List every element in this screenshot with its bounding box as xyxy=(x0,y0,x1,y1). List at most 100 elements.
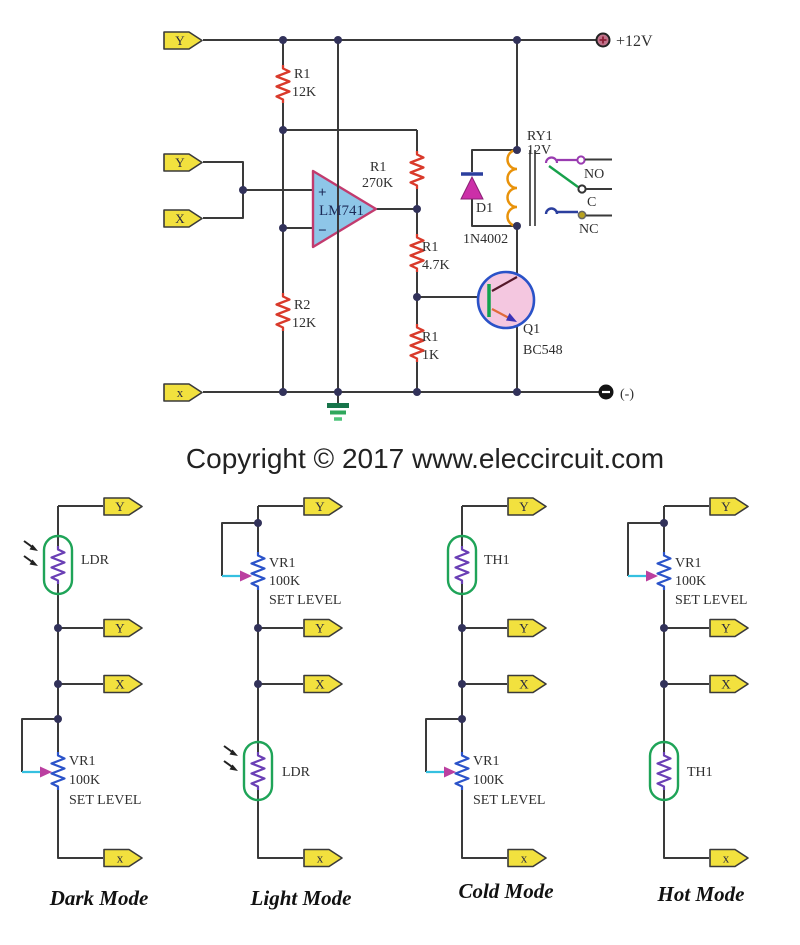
resistor-name: R1 xyxy=(422,330,438,345)
terminal-label: X xyxy=(175,211,185,226)
terminal-label: Y xyxy=(315,499,325,514)
terminal-flag: Y xyxy=(709,497,749,516)
terminal-flag: X xyxy=(103,674,143,694)
relay-core-icon xyxy=(529,150,536,226)
supply-positive-label: +12V xyxy=(616,33,653,50)
resistor-value: 270K xyxy=(362,176,393,191)
terminal-flag: x xyxy=(709,848,749,868)
terminal-label: x xyxy=(177,385,184,400)
contact-c-label: C xyxy=(587,195,596,210)
vr-name: VR1 xyxy=(675,556,701,571)
terminal-label: X xyxy=(115,677,125,692)
resistor-value: 12K xyxy=(292,85,316,100)
terminal-flag: x xyxy=(303,848,343,868)
thermistor-th1-icon xyxy=(446,534,478,596)
resistor-r1-270k: R1 270K xyxy=(362,149,425,191)
terminal-label: Y xyxy=(519,621,529,636)
transistor-name: Q1 xyxy=(523,322,540,337)
ground-icon xyxy=(327,392,349,421)
terminal-flag-y-mid: Y xyxy=(163,153,203,172)
terminal-label: Y xyxy=(175,155,185,170)
terminal-flag: Y xyxy=(507,618,547,638)
terminal-flag: Y xyxy=(103,497,143,516)
vr-note: SET LEVEL xyxy=(473,793,545,808)
opamp-plus-input: + xyxy=(318,185,327,201)
vr-value: 100K xyxy=(269,574,300,589)
opamp-label: LM741 xyxy=(319,203,364,219)
terminal-label: X xyxy=(519,677,529,692)
terminal-label: Y xyxy=(315,621,325,636)
mode-cold-schematic: TH1 VR1 100K SET LEVEL Y Y X x Cold Mode xyxy=(425,497,554,903)
mode-title: Light Mode xyxy=(250,886,352,910)
vr-value: 100K xyxy=(675,574,706,589)
diode-d1-icon: D1 1N4002 xyxy=(460,172,508,247)
terminal-flag: x xyxy=(507,848,547,868)
relay-armature-icon xyxy=(548,165,579,188)
diode-value: 1N4002 xyxy=(463,232,508,247)
resistor-name: R1 xyxy=(370,160,386,175)
terminal-label: x xyxy=(117,851,124,866)
relay-coil-icon xyxy=(506,148,518,228)
resistor-name: R2 xyxy=(294,298,310,313)
mode-title: Cold Mode xyxy=(458,879,553,903)
relay-nc-wire xyxy=(544,207,578,215)
resistor-value: 1K xyxy=(422,348,439,363)
resistor-r1-4.7k: R1 4.7K xyxy=(409,232,450,274)
terminal-flag: X xyxy=(709,674,749,694)
terminal-flag: Y xyxy=(303,618,343,638)
vr-note: SET LEVEL xyxy=(69,793,141,808)
main-circuit-schematic: R1 12K R2 12K R1 270K R1 4.7K R1 1K + xyxy=(163,31,653,421)
vr-note: SET LEVEL xyxy=(675,593,747,608)
relay-nc-contact-icon xyxy=(577,210,587,220)
terminal-flag: X xyxy=(507,674,547,694)
relay-ry1: RY1 12V NO C NC xyxy=(506,129,612,237)
mode-title: Hot Mode xyxy=(657,882,745,906)
resistor-r2-12k: R2 12K xyxy=(275,291,316,333)
vr1-potentiometer-icon xyxy=(222,550,266,592)
transistor-value: BC548 xyxy=(523,343,563,358)
ldr-icon xyxy=(23,534,74,596)
terminal-label: x xyxy=(317,851,324,866)
vr-name: VR1 xyxy=(473,754,499,769)
resistor-name: R1 xyxy=(294,67,310,82)
vr1-potentiometer-icon xyxy=(628,550,672,592)
contact-no-label: NO xyxy=(584,167,604,182)
terminal-flag: Y xyxy=(709,618,749,638)
terminal-flag-x-mid: X xyxy=(163,209,203,228)
supply-positive-icon: +12V xyxy=(595,32,653,50)
terminal-label: x xyxy=(521,851,528,866)
terminal-label: Y xyxy=(721,621,731,636)
vr-name: VR1 xyxy=(269,556,295,571)
terminal-label: Y xyxy=(721,499,731,514)
relay-no-wire xyxy=(544,156,577,164)
vr1-potentiometer-icon xyxy=(22,750,66,792)
terminal-flag: x xyxy=(103,848,143,868)
terminal-label: Y xyxy=(115,621,125,636)
resistor-value: 4.7K xyxy=(422,258,450,273)
relay-no-contact-icon xyxy=(576,155,586,165)
terminal-flag: Y xyxy=(103,618,143,638)
mode-hot-schematic: VR1 100K SET LEVEL TH1 Y Y X x Hot Mode xyxy=(627,497,749,906)
terminal-flag: Y xyxy=(507,497,547,516)
wires xyxy=(203,39,599,393)
vr-value: 100K xyxy=(69,773,100,788)
diode-name: D1 xyxy=(476,201,493,216)
contact-nc-label: NC xyxy=(579,222,598,237)
relay-value: 12V xyxy=(527,143,551,158)
mode-dark-schematic: LDR VR1 100K SET LEVEL Y Y X x Dark Mode xyxy=(21,497,149,910)
sensor-label: TH1 xyxy=(687,765,713,780)
resistor-value: 12K xyxy=(292,316,316,331)
terminal-flag: X xyxy=(303,674,343,694)
resistor-r1-1k: R1 1K xyxy=(409,322,439,364)
terminal-flag-x-bottom: x xyxy=(163,383,203,402)
relay-c-contact-icon xyxy=(577,184,587,194)
mode-title: Dark Mode xyxy=(49,886,149,910)
supply-negative-icon: (-) xyxy=(598,384,634,402)
vr-note: SET LEVEL xyxy=(269,593,341,608)
junction-dots xyxy=(239,36,521,396)
vr-value: 100K xyxy=(473,773,504,788)
sensor-label: LDR xyxy=(282,765,311,780)
terminal-label: Y xyxy=(519,499,529,514)
